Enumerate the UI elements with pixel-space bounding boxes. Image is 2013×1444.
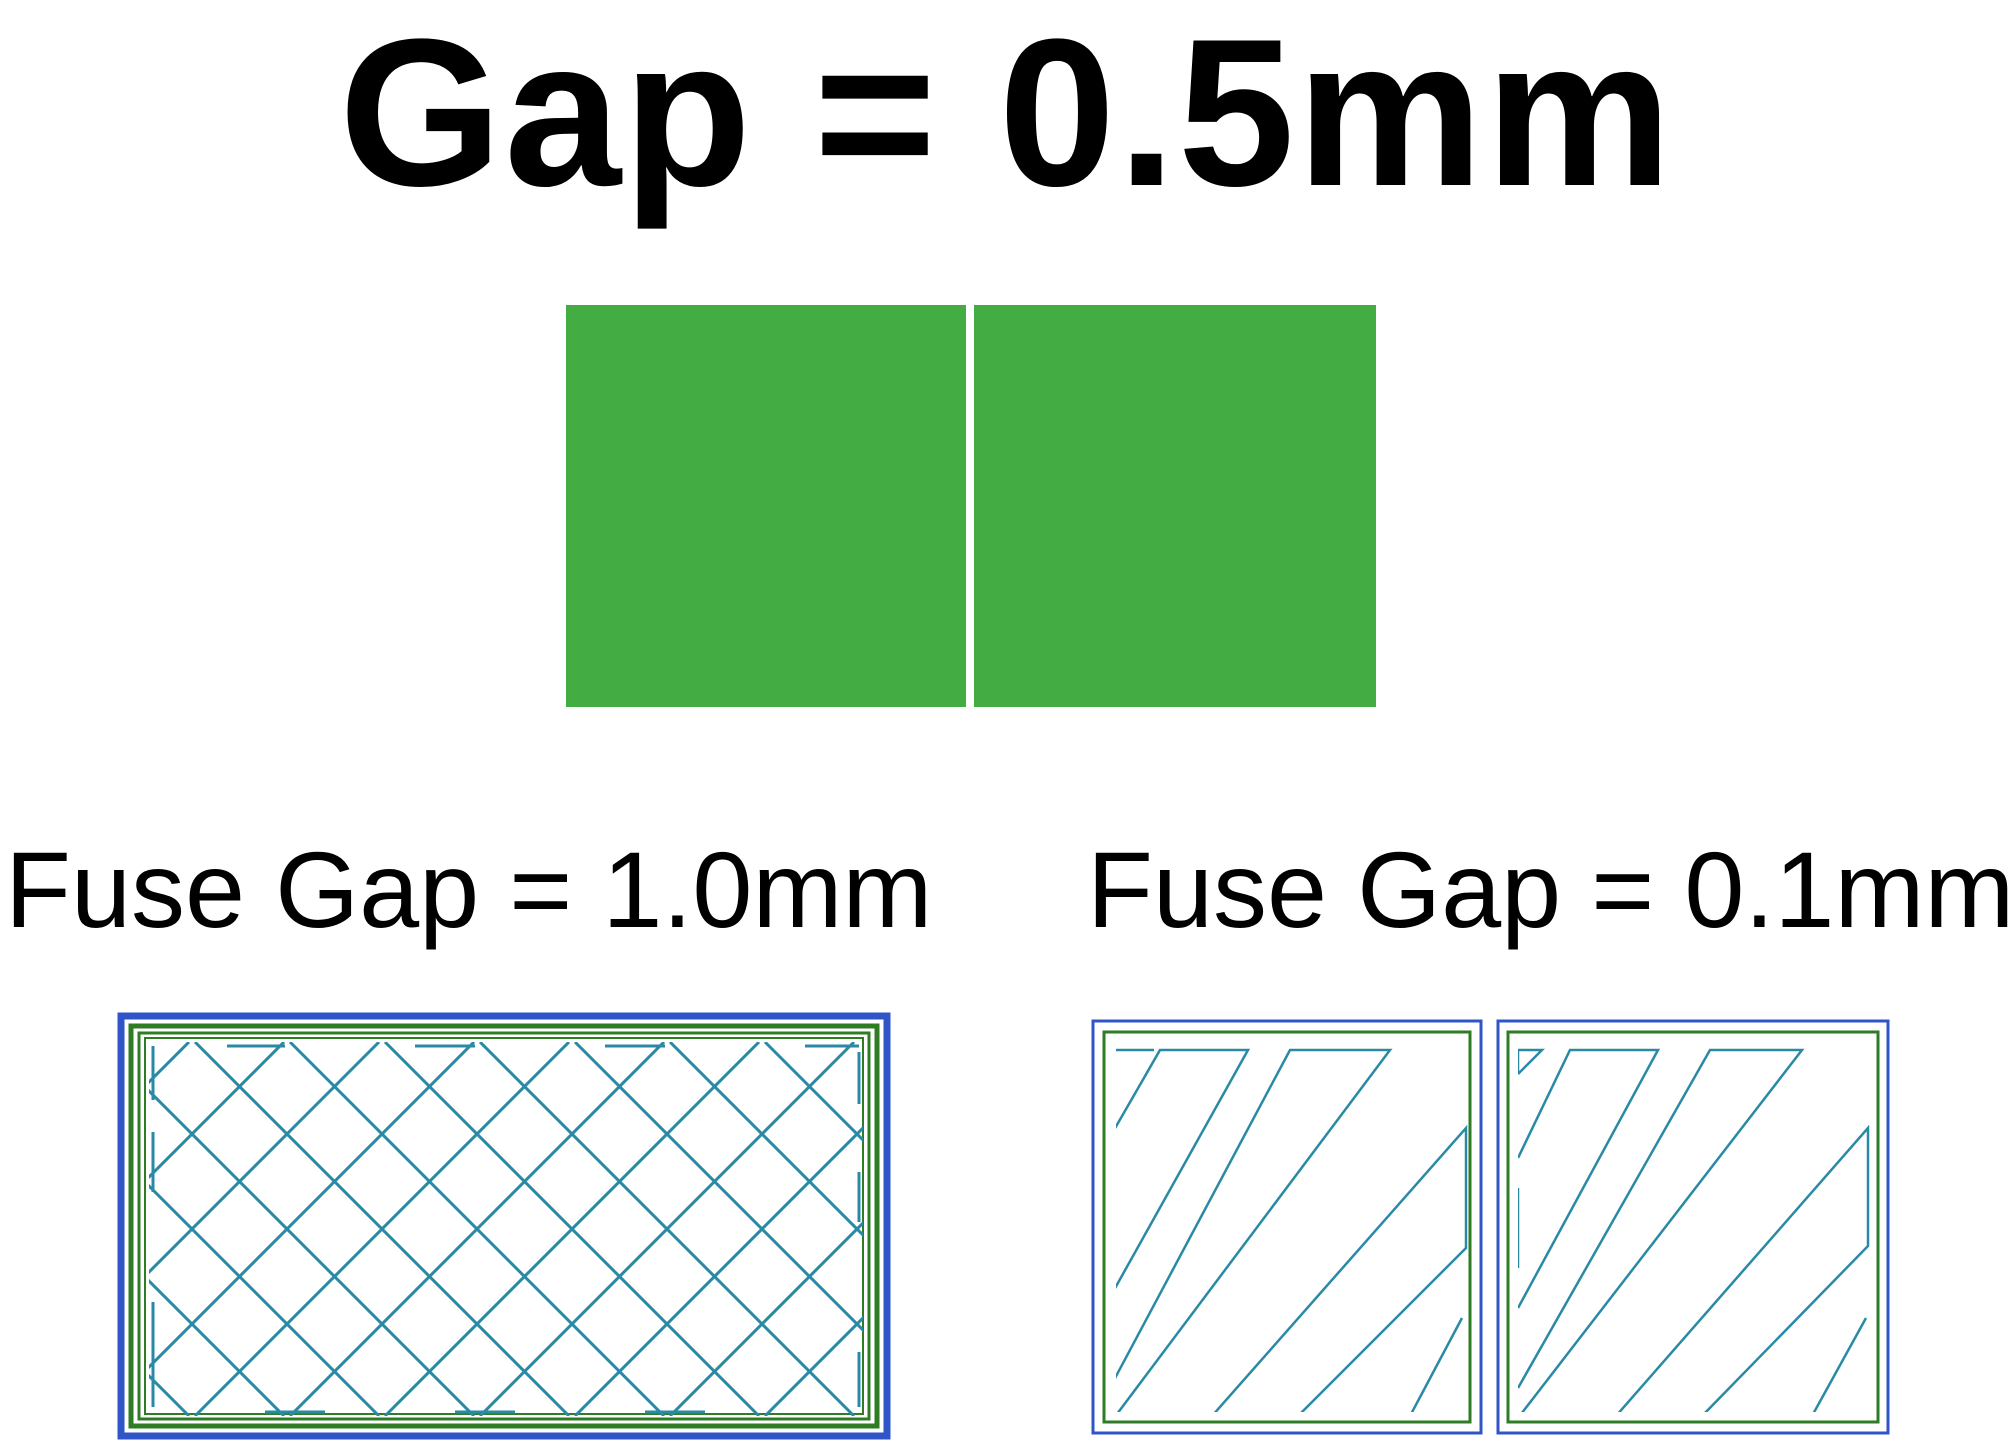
inner-perimeter-right [1506, 1030, 1880, 1424]
inner-perimeter-1 [128, 1023, 880, 1429]
inner-perimeter-3 [144, 1037, 864, 1415]
caption-fuse-gap-0-1: Fuse Gap = 0.1mm [1087, 829, 2013, 950]
outer-perimeter-right [1496, 1019, 1890, 1435]
crosshatch-infill [149, 1042, 863, 1416]
outer-perimeter-left [1091, 1019, 1483, 1435]
outer-perimeter [117, 1012, 891, 1440]
inner-perimeter-left [1102, 1030, 1472, 1424]
green-square-right [974, 305, 1376, 707]
diagonal-infill-right [1518, 1048, 1870, 1412]
page-title: Gap = 0.5mm [338, 0, 1675, 230]
toolpath-fused [117, 1012, 891, 1440]
diagonal-infill-left [1116, 1048, 1468, 1412]
toolpath-separate [1091, 1019, 1890, 1435]
inner-perimeter-2 [137, 1031, 871, 1421]
caption-fuse-gap-1-0: Fuse Gap = 1.0mm [5, 829, 933, 950]
green-square-left [566, 305, 966, 707]
